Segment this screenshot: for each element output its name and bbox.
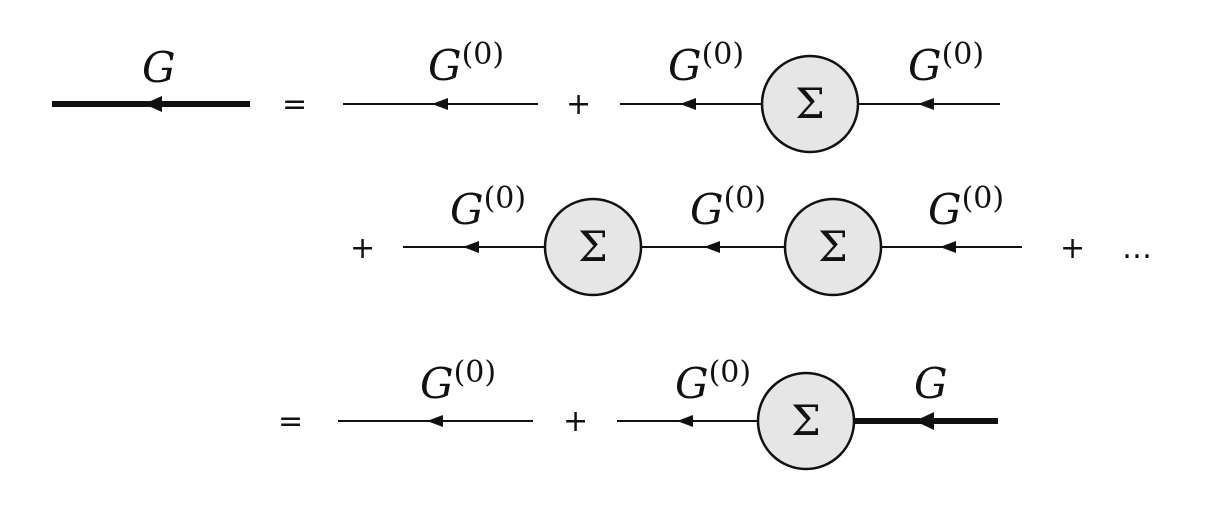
label-g0: G(0) bbox=[428, 37, 504, 90]
bare-propagator-term: G(0) bbox=[343, 37, 538, 110]
plus-sign: + bbox=[350, 231, 375, 266]
sigma-symbol: Σ bbox=[818, 222, 848, 271]
label-g0: G(0) bbox=[690, 181, 766, 234]
dyson-recursive-term: G(0) Σ G bbox=[617, 355, 998, 471]
arrow-left-icon bbox=[680, 98, 696, 110]
label-g0: G(0) bbox=[450, 181, 526, 234]
first-order-term: G(0) Σ G(0) bbox=[620, 37, 1000, 154]
full-propagator-lhs: G bbox=[52, 43, 250, 112]
arrow-left-icon bbox=[677, 415, 693, 427]
arrow-left-icon bbox=[704, 241, 720, 253]
plus-sign: + bbox=[1060, 231, 1085, 266]
arrow-left-icon bbox=[427, 415, 443, 427]
sigma-symbol: Σ bbox=[795, 79, 825, 128]
plus-sign: + bbox=[563, 404, 588, 439]
arrow-left-icon bbox=[463, 241, 479, 253]
label-g0: G(0) bbox=[908, 37, 984, 90]
ellipsis: … bbox=[1122, 231, 1152, 266]
arrow-left-icon bbox=[915, 412, 934, 430]
plus-sign: + bbox=[566, 87, 591, 122]
label-g: G bbox=[142, 43, 176, 92]
label-g0: G(0) bbox=[928, 181, 1004, 234]
equals-sign: = bbox=[282, 87, 307, 122]
arrow-left-icon bbox=[432, 98, 448, 110]
arrow-left-icon bbox=[144, 96, 162, 112]
row-1: G = G(0) + G(0) Σ G(0) bbox=[52, 37, 1000, 154]
bare-propagator-term: G(0) bbox=[338, 355, 533, 427]
row-2: + G(0) Σ G(0) Σ G(0) + … bbox=[350, 181, 1152, 297]
second-order-term: G(0) Σ G(0) Σ G(0) bbox=[403, 181, 1022, 297]
sigma-symbol: Σ bbox=[578, 222, 608, 271]
label-g0: G(0) bbox=[668, 37, 744, 90]
arrow-left-icon bbox=[940, 241, 956, 253]
label-g: G bbox=[914, 359, 948, 408]
row-3: = G(0) + G(0) Σ G bbox=[278, 355, 998, 471]
arrow-left-icon bbox=[918, 98, 934, 110]
label-g0: G(0) bbox=[420, 355, 496, 408]
equals-sign: = bbox=[278, 404, 303, 439]
label-g0: G(0) bbox=[675, 355, 751, 408]
sigma-symbol: Σ bbox=[791, 396, 821, 445]
